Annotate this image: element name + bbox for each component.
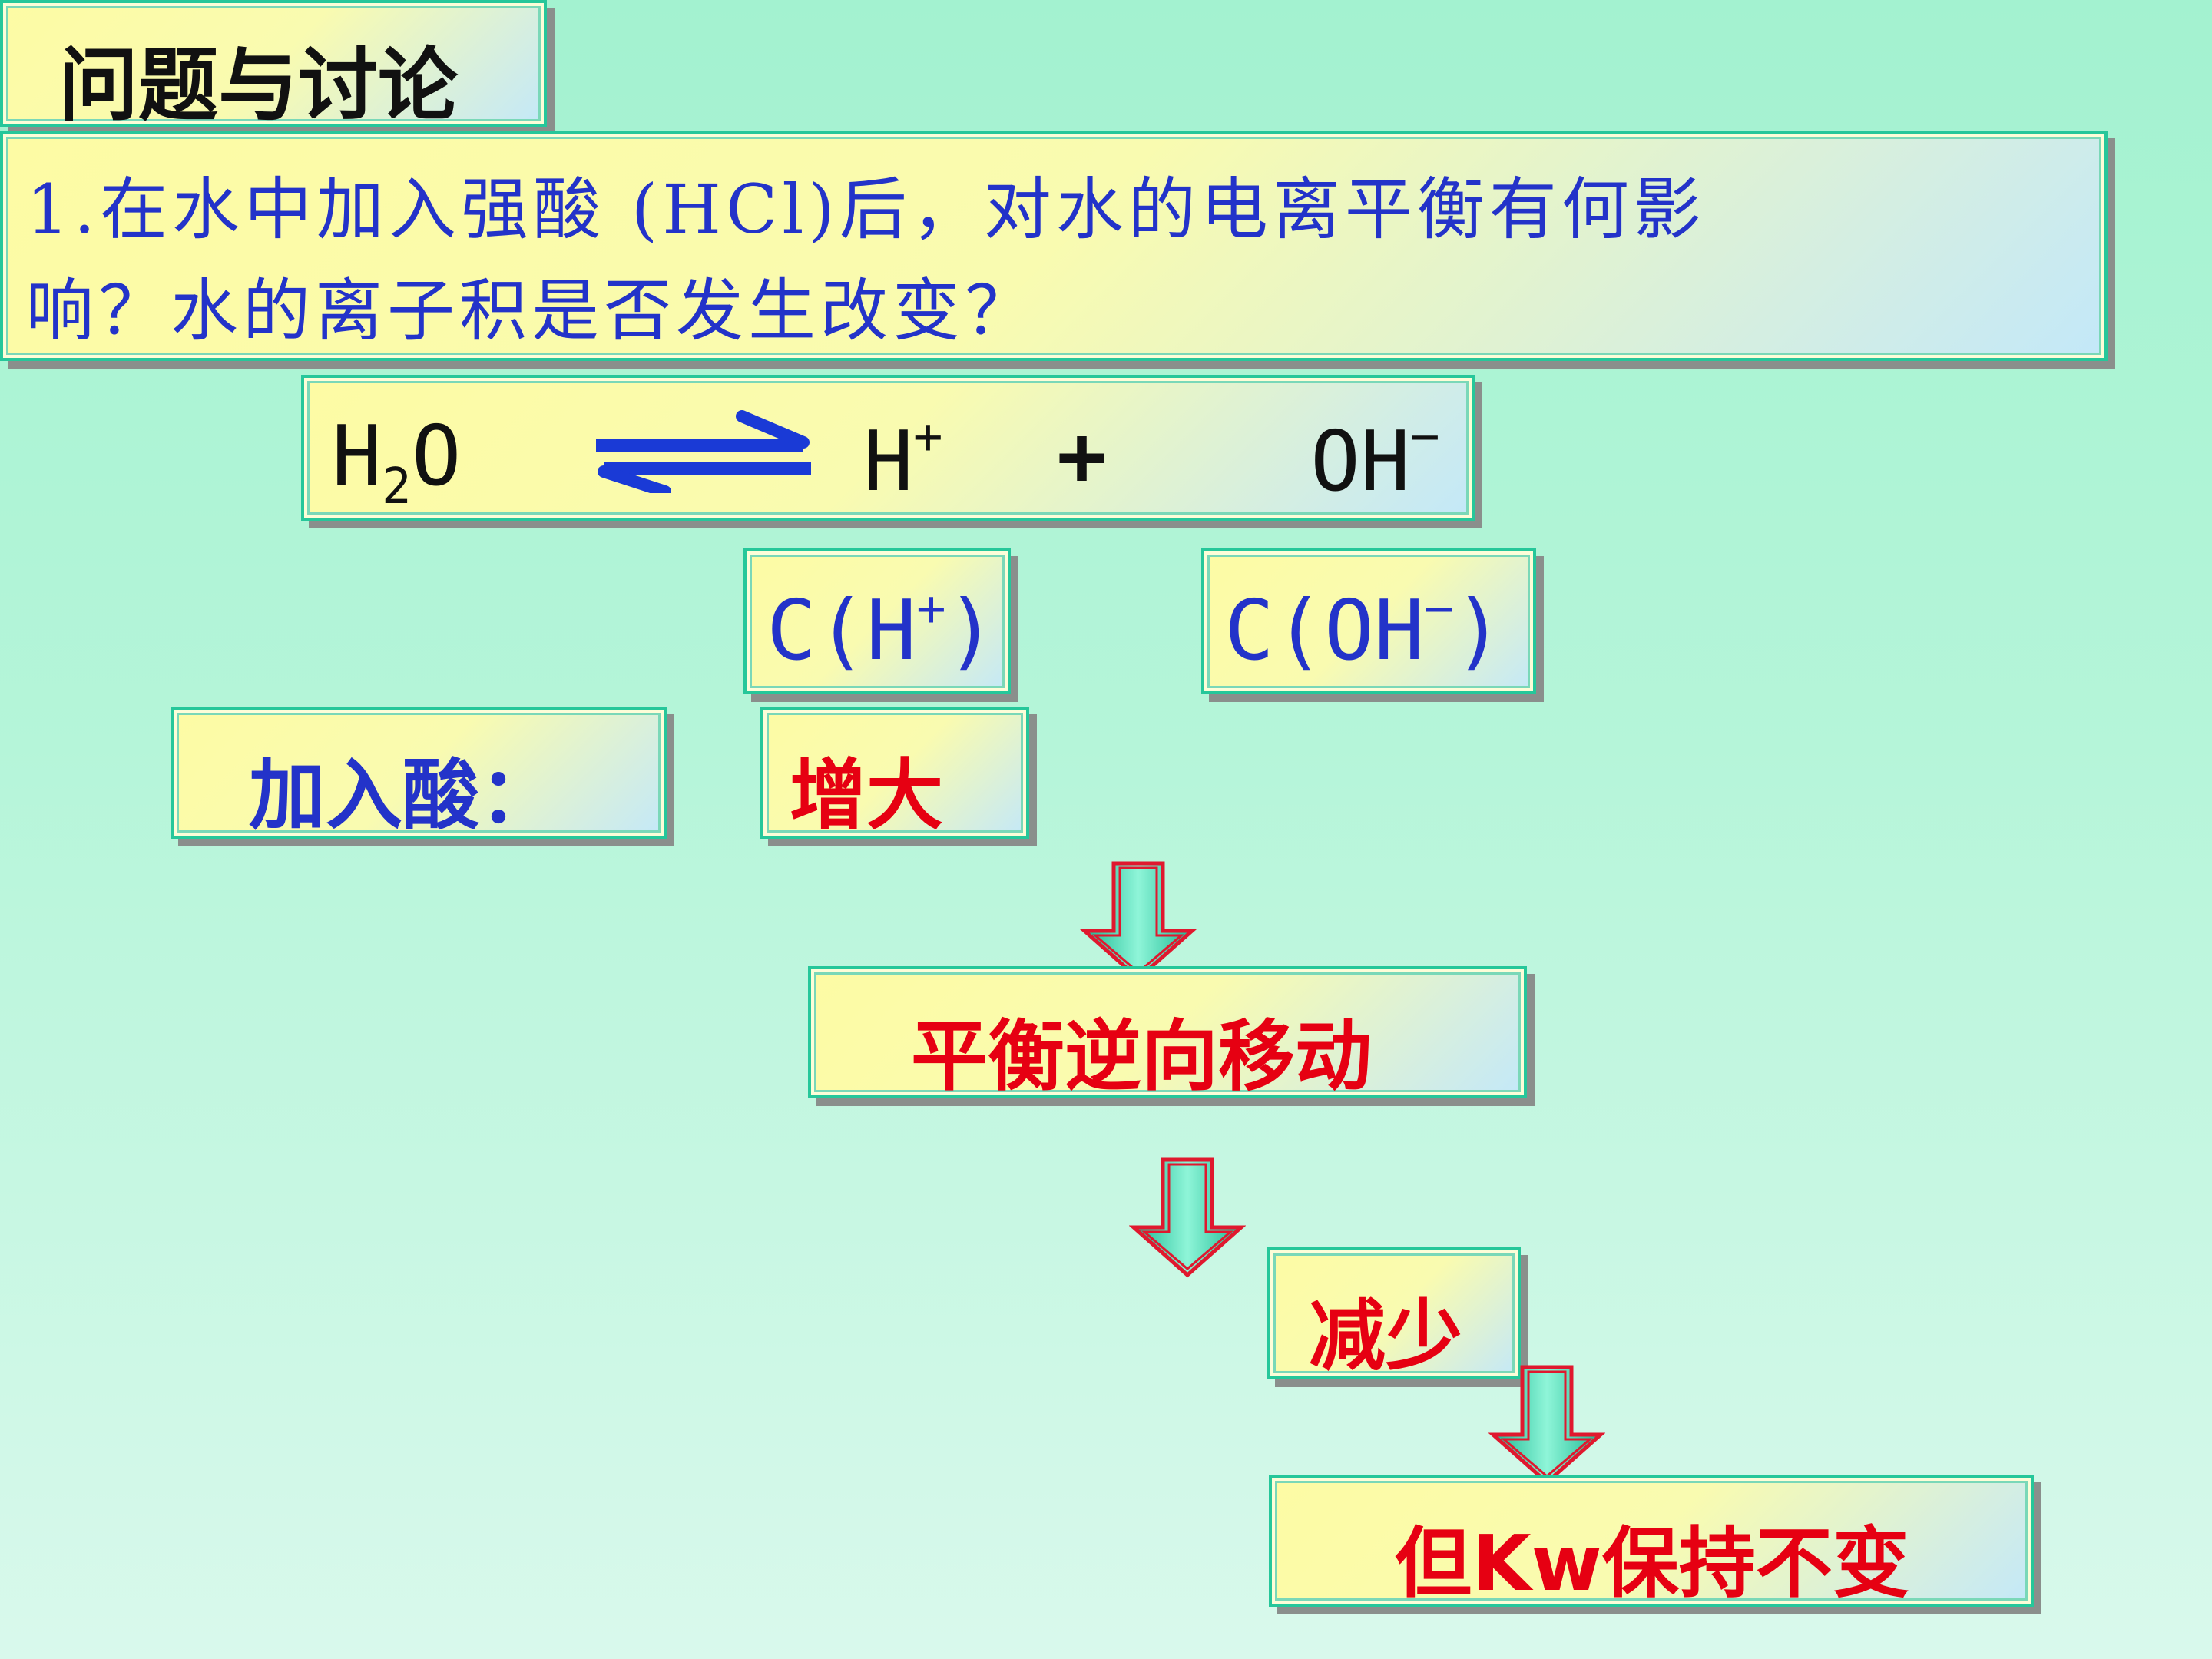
decrease-label: 减少 (1309, 1291, 1462, 1381)
decrease-box: 减少 (1267, 1247, 1521, 1381)
add-acid-box: 加入酸： (171, 707, 667, 840)
hydroxide-concentration-label: C(OH−) (1224, 581, 1504, 679)
plus-sign: + (1057, 409, 1108, 505)
kw-constant-label: 但Kw保持不变 (1395, 1518, 1909, 1608)
product-hydrogen-ion: H+ (863, 409, 943, 510)
down-arrow-icon (1129, 1157, 1246, 1278)
hydroxide-concentration-box: C(OH−) (1201, 548, 1536, 694)
slide-title: 问题与讨论 (58, 38, 459, 132)
add-acid-label: 加入酸： (249, 750, 556, 840)
equilibrium-shift-label: 平衡逆向移动 (911, 1012, 1372, 1101)
hydrogen-concentration-label: C(H+) (767, 581, 996, 679)
hydrogen-concentration-box: C(H+) (743, 548, 1011, 694)
increase-box: 增大 (760, 707, 1029, 840)
reactant-water: H2O (332, 409, 462, 515)
reversible-arrow-icon (596, 410, 811, 493)
ionization-equation-box: H2O H+ + OH− (301, 375, 1475, 521)
question-box: 1.在水中加入强酸 (HCl)后，对水的电离平衡有何影 响？水的离子积是否发生改… (0, 131, 2108, 361)
product-hydroxide-ion: OH− (1310, 409, 1440, 510)
question-line-1: 1.在水中加入强酸 (HCl)后，对水的电离平衡有何影 (26, 170, 1706, 249)
equilibrium-shift-box: 平衡逆向移动 (808, 966, 1527, 1101)
kw-constant-box: 但Kw保持不变 (1269, 1475, 2034, 1608)
down-arrow-icon (1080, 861, 1197, 982)
increase-label: 增大 (790, 750, 943, 840)
question-line-2: 响？水的离子积是否发生改变？ (26, 271, 1038, 350)
title-box: 问题与讨论 (0, 0, 547, 132)
down-arrow-icon (1488, 1365, 1605, 1485)
